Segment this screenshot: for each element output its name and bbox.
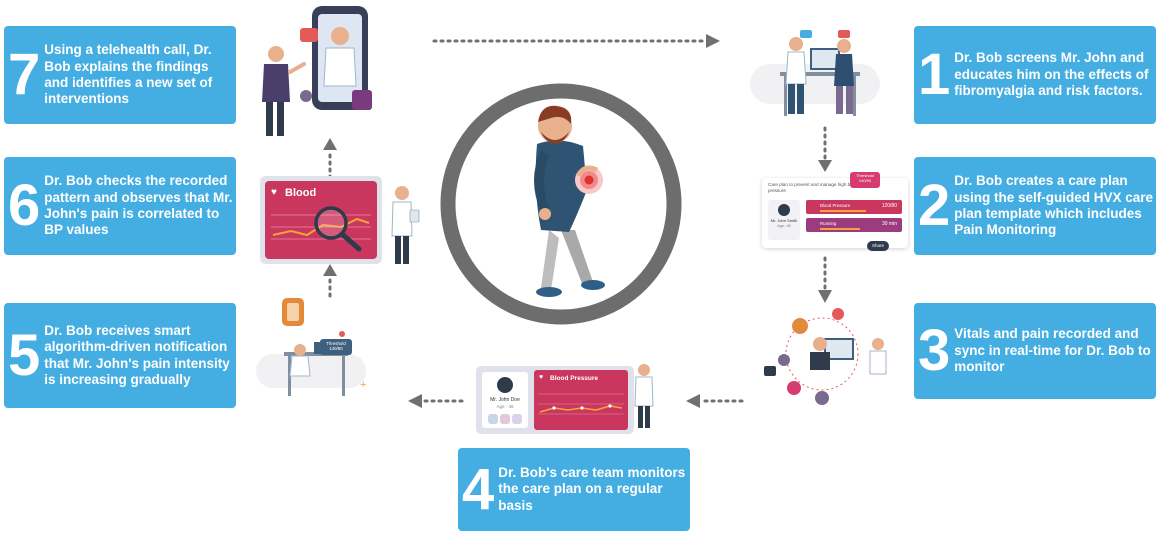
arrow-head-left	[408, 394, 422, 408]
pattern-analysis-card: ♥ Blood	[260, 176, 382, 264]
svg-text:+: +	[360, 379, 366, 391]
blood-chart-panel: ♥ Blood	[265, 181, 377, 259]
threshold-tag: Threshold 140/90	[850, 172, 880, 188]
step-3-number: 3	[918, 318, 950, 383]
central-patient-illustration	[440, 83, 682, 325]
stat-tile	[488, 414, 498, 424]
patient-name: Mr. John Doe	[490, 397, 520, 403]
step-5-box: 5 Dr. Bob receives smart algorithm-drive…	[4, 303, 236, 408]
step-2-box: 2 Dr. Bob creates a care plan using the …	[914, 157, 1156, 255]
heart-icon: ♥	[271, 187, 277, 198]
telehealth-illustration	[262, 6, 372, 136]
bp-trend-mini	[538, 393, 624, 415]
step-1-number: 1	[918, 42, 950, 107]
avatar	[778, 204, 790, 216]
magnifier-icon	[314, 206, 348, 240]
step-4-box: 4 Dr. Bob's care team monitors the care …	[458, 448, 690, 531]
step-6-box: 6 Dr. Bob checks the recorded pattern an…	[4, 157, 236, 255]
step-5-text: Dr. Bob receives smart algorithm-driven …	[44, 322, 230, 387]
step-1-text: Dr. Bob screens Mr. John and educates hi…	[954, 50, 1149, 99]
step-5-number: 5	[8, 322, 40, 388]
doctor-figure	[634, 364, 654, 428]
doctor-figure	[391, 186, 420, 264]
step-7-number: 7	[8, 42, 40, 107]
blood-pressure-chart-card: ♥ Blood Pressure	[534, 370, 628, 430]
blood-pressure-row: Blood Pressure 120/80	[806, 200, 902, 214]
step-4-text: Dr. Bob's care team monitors the care pl…	[498, 464, 686, 513]
monitoring-card: Mr. John Doe Age : 45 ♥ Blood Pressure	[476, 366, 634, 434]
patient-mini-card: Mr. John Doe Age : 45	[482, 372, 528, 428]
running-label: Running	[820, 221, 837, 226]
step-7-box: 7 Using a telehealth call, Dr. Bob expla…	[4, 26, 236, 124]
notification-illustration: +	[256, 298, 366, 396]
care-plan-title: Care plan to prevent and manage high blo…	[768, 182, 859, 193]
share-button[interactable]: Share	[867, 241, 889, 251]
bp-progress	[820, 210, 866, 212]
step-4-number: 4	[462, 456, 494, 522]
step-1-box: 1 Dr. Bob screens Mr. John and educates …	[914, 26, 1156, 124]
patient-age: Age : 45	[496, 404, 514, 409]
arrow-head-left	[686, 394, 700, 408]
step-6-number: 6	[8, 173, 40, 238]
patient-age: Age : 45	[777, 224, 791, 228]
pattern-trend-chart	[271, 206, 371, 252]
step-6-text: Dr. Bob checks the recorded pattern and …	[44, 173, 233, 238]
step-3-box: 3 Vitals and pain recorded and sync in r…	[914, 303, 1156, 399]
stat-tile	[512, 414, 522, 424]
care-plan-card: Care plan to prevent and manage high blo…	[762, 178, 908, 248]
realtime-sync-illustration	[764, 308, 887, 405]
arrow-head-up	[323, 264, 337, 276]
bp-chart-title: Blood Pressure	[550, 375, 599, 382]
running-progress	[820, 228, 860, 230]
consultation-illustration	[750, 30, 880, 116]
blood-pressure-value: 120/80	[881, 203, 897, 209]
arrow-head-down	[818, 160, 832, 172]
pattern-card-title: Blood	[285, 187, 317, 199]
step-2-number: 2	[918, 173, 950, 238]
step-2-text: Dr. Bob creates a care plan using the se…	[954, 173, 1154, 238]
running-value: 30 min	[881, 221, 897, 227]
patient-mini-card: Mr. John Smith Age : 45	[768, 200, 800, 240]
patient-name: Mr. John Smith	[770, 218, 798, 223]
arrow-head-right	[706, 34, 720, 48]
avatar	[497, 377, 513, 393]
blood-pressure-label: Blood Pressure	[820, 203, 851, 208]
step-3-text: Vitals and pain recorded and sync in rea…	[954, 326, 1151, 375]
arrow-head-down	[818, 290, 832, 303]
step-7-text: Using a telehealth call, Dr. Bob explain…	[44, 42, 213, 107]
heart-icon: ♥	[539, 374, 544, 381]
running-row: Running 30 min	[806, 218, 902, 232]
arrow-head-up	[323, 138, 337, 150]
stat-tile	[500, 414, 510, 424]
threshold-notification-badge: Threshold 140/80	[320, 339, 352, 355]
